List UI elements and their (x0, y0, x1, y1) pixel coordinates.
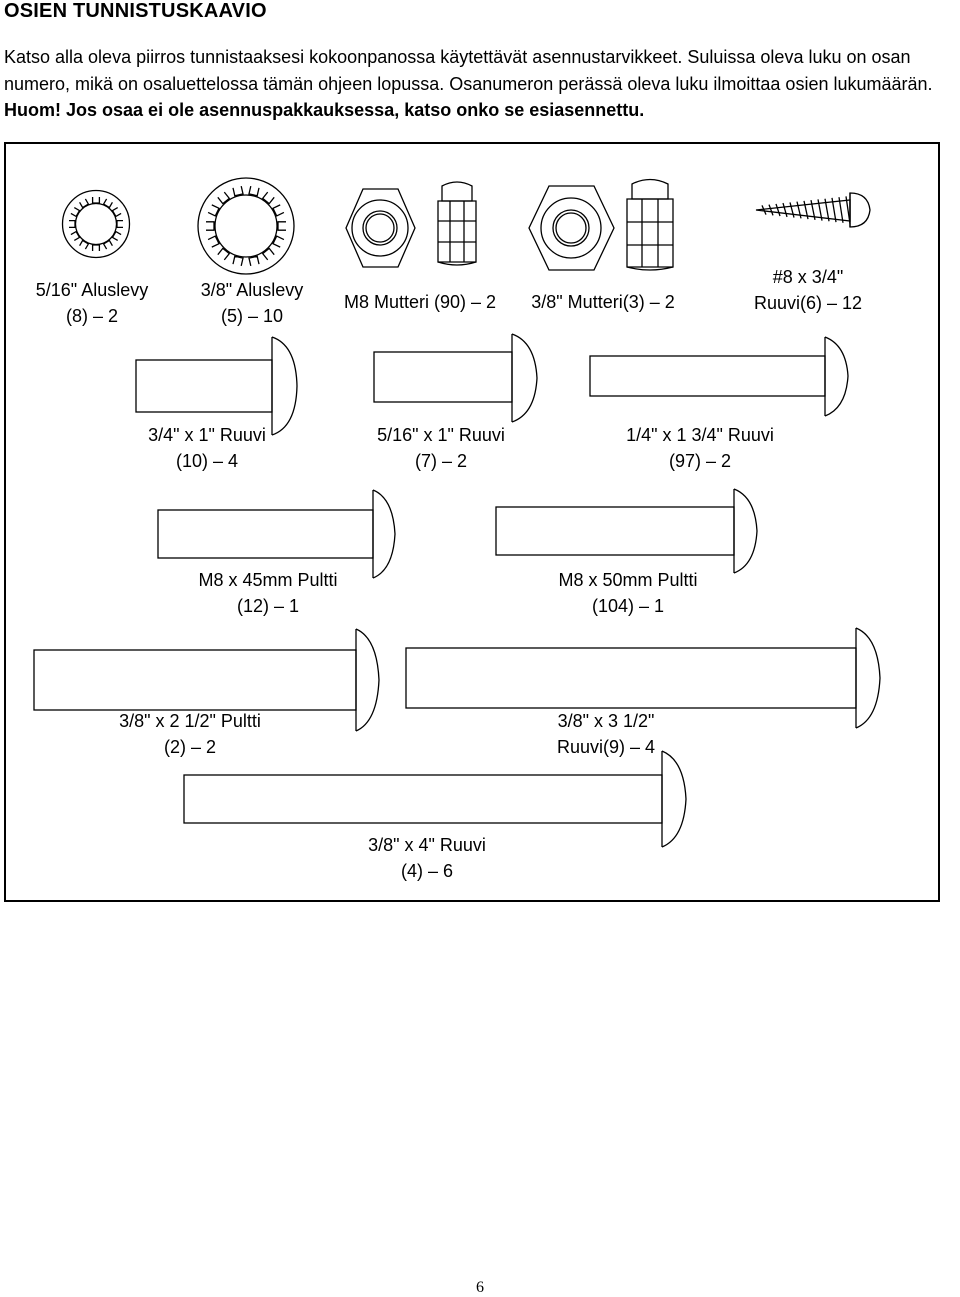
part-name: 3/8" x 2 1/2" Pultti (119, 711, 261, 731)
button-head-bolt-icon (373, 333, 538, 423)
part-name: M8 Mutteri (90) – 2 (343, 292, 497, 312)
part-name: M8 x 50mm Pultti (558, 570, 698, 590)
part-label-screw-3-8x4: 3/8" x 4" Ruuvi (4) – 6 (368, 832, 486, 884)
part-name: 3/8" x 3 1/2" (557, 711, 655, 731)
part-name: 3/8" Mutteri(3) – 2 (531, 292, 675, 312)
part-label-washer-3-8: 3/8" Aluslevy (5) – 10 (201, 277, 303, 329)
part-label-washer-5-16: 5/16" Aluslevy (8) – 2 (36, 277, 148, 329)
button-head-bolt-icon (405, 627, 881, 729)
part-label-bolt-m8x45: M8 x 45mm Pultti (12) – 1 (198, 567, 337, 619)
part-name: 3/8" Aluslevy (200, 280, 304, 300)
button-head-bolt-icon (183, 750, 687, 848)
part-name: 5/16" Aluslevy (35, 280, 149, 300)
hex-nut-icon (437, 181, 477, 266)
button-head-bolt-icon (33, 628, 380, 732)
part-label-screw-5-16x1: 5/16" x 1" Ruuvi (7) – 2 (377, 422, 505, 474)
wood-screw-icon (755, 192, 871, 228)
part-ref: (2) – 2 (163, 737, 217, 757)
part-name: 3/4" x 1" Ruuvi (148, 425, 266, 445)
part-name: 1/4" x 1 3/4" Ruuvi (626, 425, 774, 445)
part-label-screw-8: #8 x 3/4" Ruuvi(6) – 12 (754, 264, 862, 316)
button-head-bolt-icon (135, 336, 298, 436)
part-ref: Ruuvi(6) – 12 (753, 293, 863, 313)
part-label-nut-3-8: 3/8" Mutteri(3) – 2 (531, 289, 674, 315)
page-number: 6 (476, 1279, 484, 1296)
part-ref: (4) – 6 (400, 861, 454, 881)
part-label-screw-3-8x3-1-2: 3/8" x 3 1/2" Ruuvi(9) – 4 (557, 708, 655, 760)
intro-paragraph: Katso alla oleva piirros tunnistaaksesi … (4, 44, 958, 124)
part-ref: Ruuvi(9) – 4 (556, 737, 656, 757)
intro-text: Katso alla oleva piirros tunnistaaksesi … (4, 47, 933, 94)
hex-nut-icon (626, 178, 674, 271)
star-lock-washer-icon (61, 189, 131, 259)
button-head-bolt-icon (589, 336, 849, 417)
part-label-bolt-3-8x2-1-2: 3/8" x 2 1/2" Pultti (2) – 2 (119, 708, 261, 760)
note-text: Jos osaa ei ole asennuspakkauksessa, kat… (66, 100, 645, 120)
star-lock-washer-icon (197, 177, 295, 275)
button-head-bolt-icon (495, 488, 758, 574)
part-name: 3/8" x 4" Ruuvi (368, 835, 486, 855)
part-ref: (12) – 1 (236, 596, 300, 616)
button-head-bolt-icon (157, 489, 396, 579)
part-ref: (8) – 2 (65, 306, 119, 326)
hex-nut-icon (345, 188, 416, 268)
part-label-bolt-m8x50: M8 x 50mm Pultti (104) – 1 (558, 567, 697, 619)
part-label-screw-3-4x1: 3/4" x 1" Ruuvi (10) – 4 (148, 422, 266, 474)
part-label-nut-m8: M8 Mutteri (90) – 2 (344, 289, 496, 315)
hex-nut-icon (528, 185, 615, 271)
hardware-chart-frame (4, 142, 940, 902)
page-title: OSIEN TUNNISTUSKAAVIO (4, 0, 267, 22)
note-label: Huom! (4, 100, 61, 120)
part-name: #8 x 3/4" (772, 267, 844, 287)
part-name: M8 x 45mm Pultti (198, 570, 338, 590)
part-ref: (104) – 1 (591, 596, 665, 616)
part-ref: (97) – 2 (668, 451, 732, 471)
part-name: 5/16" x 1" Ruuvi (377, 425, 505, 445)
part-ref: (7) – 2 (414, 451, 468, 471)
part-ref: (5) – 10 (220, 306, 284, 326)
part-ref: (10) – 4 (175, 451, 239, 471)
part-label-screw-1-4x1-3-4: 1/4" x 1 3/4" Ruuvi (97) – 2 (626, 422, 774, 474)
